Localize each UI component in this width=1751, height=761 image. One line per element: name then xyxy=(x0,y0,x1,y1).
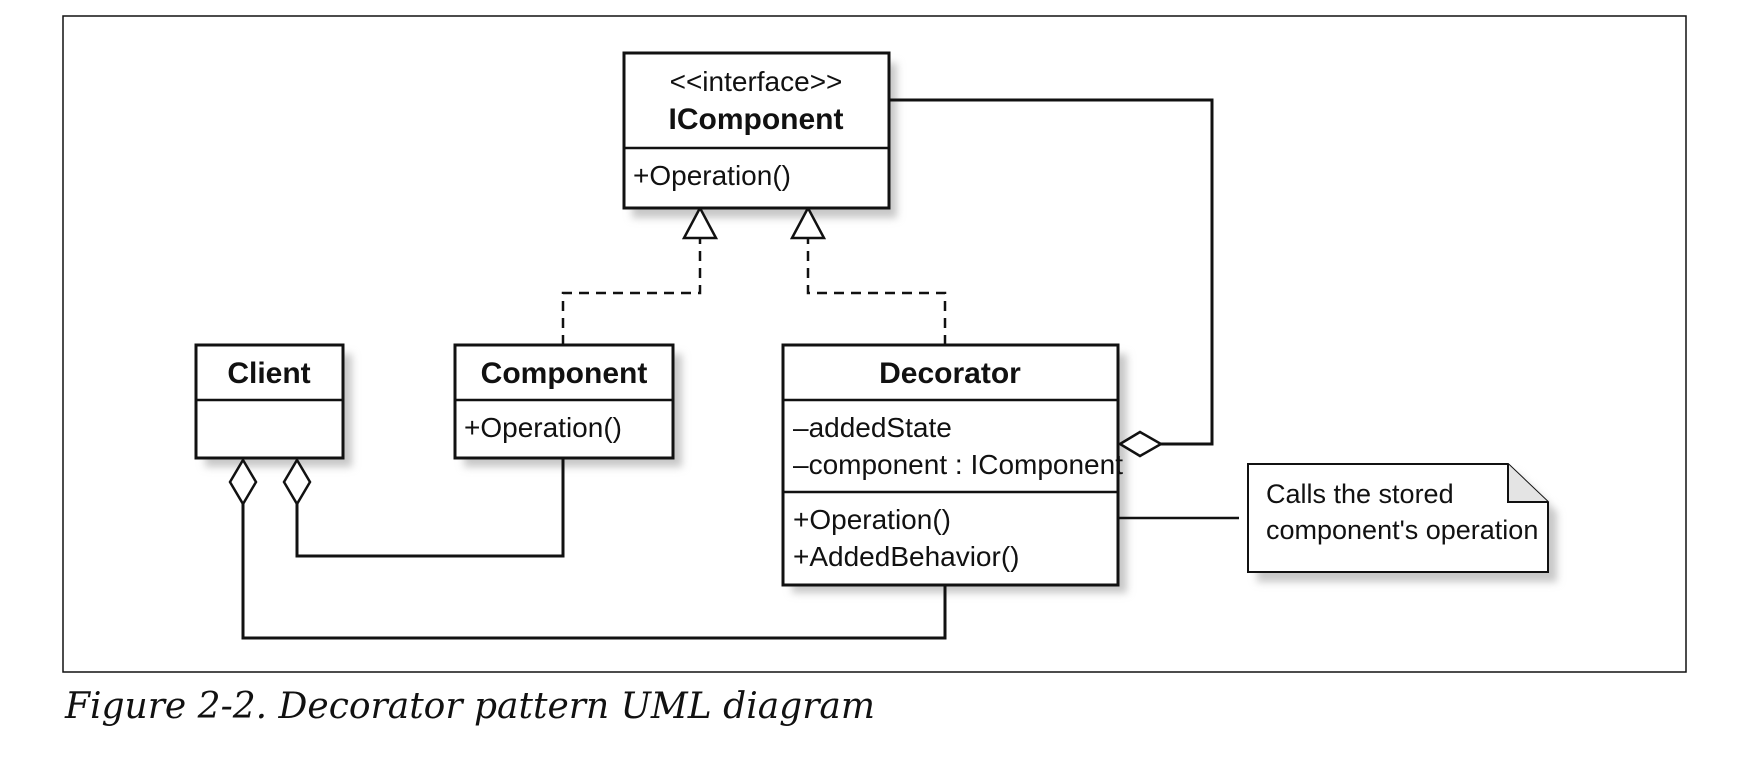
aggregation-line-client-decorator xyxy=(241,504,947,640)
class-component: Component +Operation() xyxy=(453,343,675,460)
decorator-attribute-component: –component : IComponent xyxy=(793,449,1123,480)
class-icomponent: <<interface>> IComponent +Operation() xyxy=(622,51,891,210)
class-decorator: Decorator –addedState –component : IComp… xyxy=(781,343,1123,587)
aggregation-diamond-icon xyxy=(1117,430,1164,458)
icomponent-stereotype: <<interface>> xyxy=(670,66,843,97)
icomponent-operation: +Operation() xyxy=(633,160,791,191)
decorator-added-behavior: +AddedBehavior() xyxy=(793,541,1019,572)
component-class-name: Component xyxy=(481,357,648,390)
realization-arrowhead-icon xyxy=(681,205,719,240)
aggregation-line-decorator-icomponent xyxy=(888,98,1214,446)
aggregation-diamond-icon xyxy=(282,457,312,507)
decorator-operation: +Operation() xyxy=(793,504,951,535)
aggregation-diamond-icon xyxy=(228,457,258,507)
note-folded-corner-icon xyxy=(1507,464,1548,503)
client-class-name: Client xyxy=(227,357,310,390)
class-client: Client xyxy=(194,343,345,460)
decorator-attribute-added-state: –addedState xyxy=(793,412,952,443)
realization-line-component xyxy=(561,238,702,345)
note-line-1: Calls the stored xyxy=(1266,479,1454,509)
note: Calls the stored component's operation xyxy=(1247,463,1549,573)
realization-arrowhead-icon xyxy=(789,205,827,240)
decorator-uml-diagram: <<interface>> IComponent +Operation() Cl… xyxy=(62,15,1687,673)
note-line-2: component's operation xyxy=(1266,515,1538,545)
decorator-class-name: Decorator xyxy=(879,357,1021,390)
figure-caption: Figure 2-2. Decorator pattern UML diagra… xyxy=(65,686,876,727)
icomponent-class-name: IComponent xyxy=(669,103,844,136)
realization-line-decorator xyxy=(806,238,947,345)
aggregation-line-client-component xyxy=(295,458,565,558)
component-operation: +Operation() xyxy=(464,412,622,443)
